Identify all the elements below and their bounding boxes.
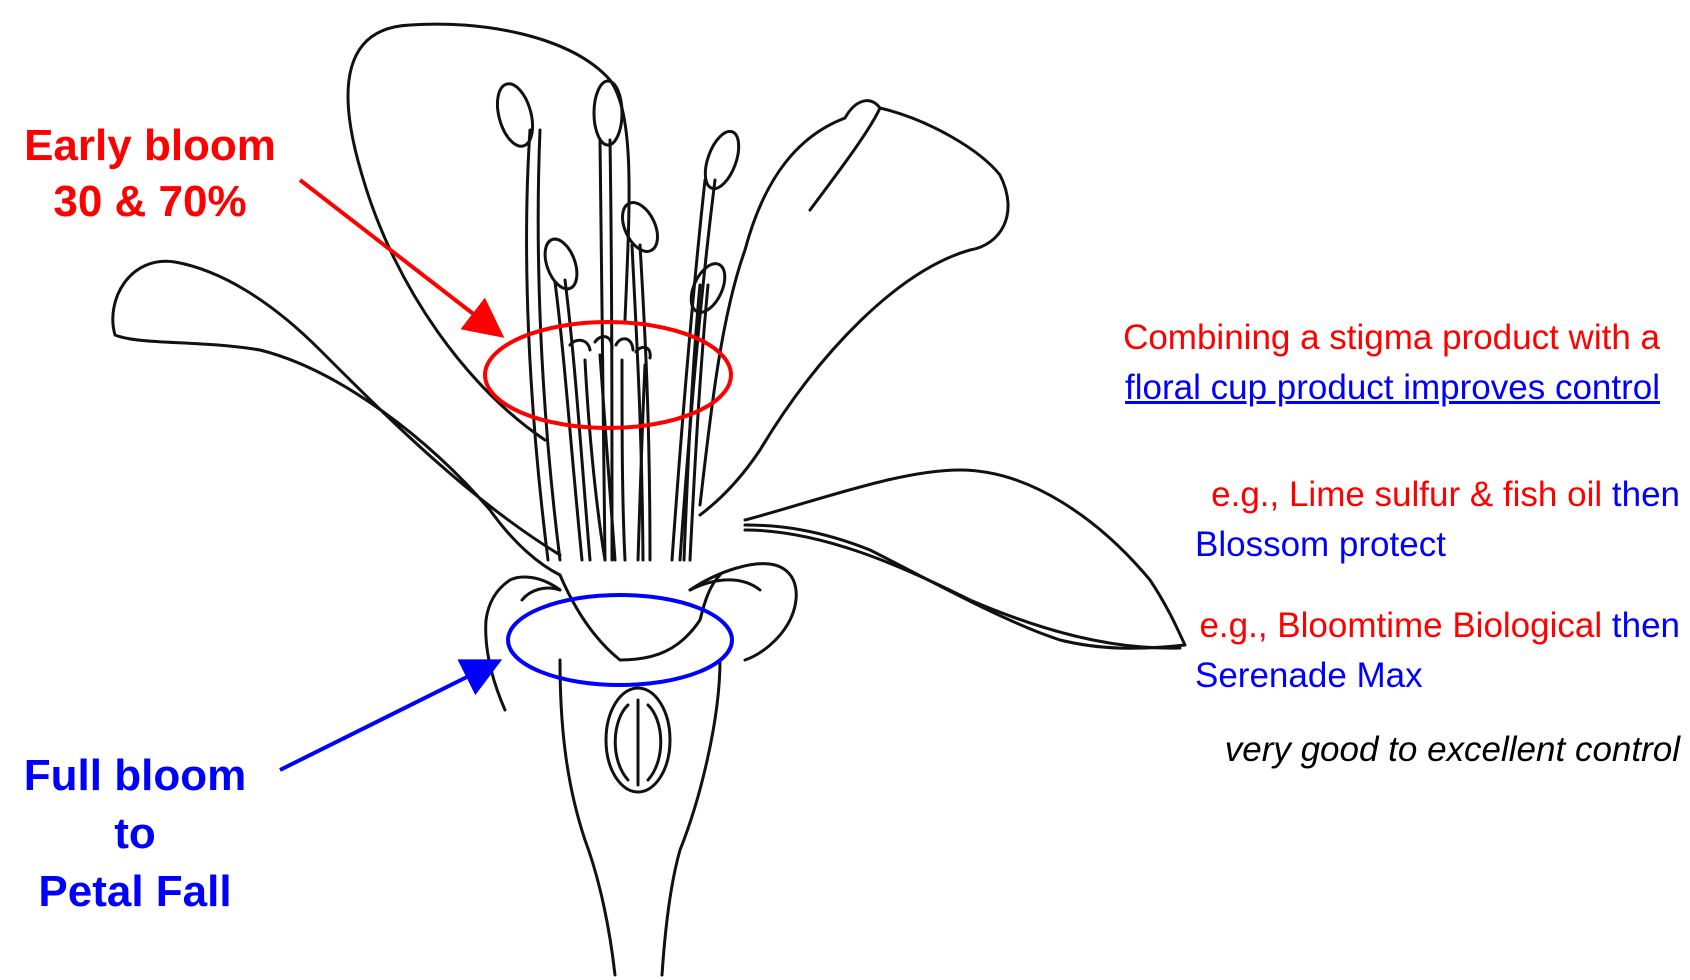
result-note: very good to excellent control (1060, 730, 1680, 770)
stem-right (662, 660, 720, 975)
floral-cup-zone-ellipse (508, 595, 732, 685)
combining-line2: floral cup product improves control (1000, 363, 1660, 413)
anther (699, 127, 746, 193)
example-1: e.g., Lime sulfur & fish oil then Blosso… (1060, 470, 1680, 570)
example-1-prefix: e.g., (1211, 475, 1289, 514)
early-bloom-label: Early bloom 30 & 70% (10, 118, 290, 230)
combining-note: Combining a stigma product with a floral… (1000, 313, 1660, 413)
example-2-then: then (1612, 606, 1680, 645)
petal-upper-right (700, 101, 1008, 515)
stem-left (560, 660, 615, 975)
anther (491, 80, 538, 150)
example-1-red: Lime sulfur & fish oil (1289, 475, 1602, 514)
petal-left (113, 261, 560, 575)
example-1-blue: Blossom protect (1060, 520, 1680, 570)
early-bloom-line1: Early bloom (10, 118, 290, 174)
early-bloom-line2: 30 & 70% (10, 174, 290, 230)
full-bloom-arrow (280, 663, 495, 770)
example-2-prefix: e.g., (1199, 606, 1277, 645)
anther (615, 197, 664, 257)
example-2-red: Bloomtime Biological (1277, 606, 1602, 645)
anther (539, 235, 583, 293)
example-1-then: then (1612, 475, 1680, 514)
early-bloom-arrow (300, 180, 498, 333)
example-2-blue: Serenade Max (1060, 651, 1680, 701)
full-bloom-line3: Petal Fall (0, 863, 270, 921)
full-bloom-label: Full bloom to Petal Fall (0, 747, 270, 921)
full-bloom-line1: Full bloom (0, 747, 270, 805)
full-bloom-line2: to (0, 805, 270, 863)
anther (594, 81, 622, 145)
combining-line1: Combining a stigma product with a (1000, 313, 1660, 363)
example-2: e.g., Bloomtime Biological then Serenade… (1060, 601, 1680, 701)
